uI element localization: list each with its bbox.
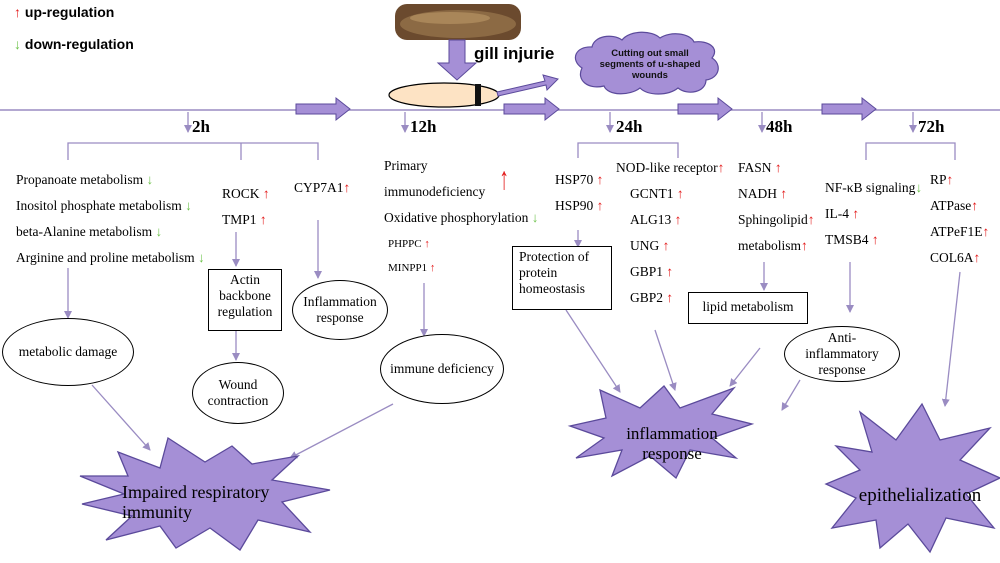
down-arrow-icon: ↓ bbox=[146, 172, 154, 187]
pathway-item: Arginine and proline metabolism ↓ bbox=[16, 250, 205, 265]
legend-down: ↓ down-regulation bbox=[14, 36, 134, 52]
protein-homeostasis-box: Protection of protein homeostasis bbox=[512, 246, 612, 310]
timepoint-24h: 24h bbox=[616, 117, 643, 136]
gene-item: GBP2 ↑ bbox=[630, 290, 674, 305]
gene-item: HSP70 ↑ bbox=[555, 172, 604, 187]
pathway-item: beta-Alanine metabolism ↓ bbox=[16, 224, 163, 239]
immune-deficiency-oval: immune deficiency bbox=[380, 334, 504, 404]
down-arrow-icon: ↓ bbox=[14, 36, 21, 52]
anti-inflammatory-oval: Anti-inflammatory response bbox=[784, 326, 900, 382]
timepoint-48h: 48h bbox=[766, 117, 793, 136]
gene-item: COL6A↑ bbox=[930, 250, 981, 265]
up-arrow-icon: ↑ bbox=[807, 212, 815, 227]
gene-item: RP↑ bbox=[930, 172, 954, 187]
clam-photo bbox=[395, 4, 521, 40]
timepoint-12h: 12h bbox=[410, 117, 437, 136]
up-arrow-icon: ↑ bbox=[973, 250, 981, 265]
up-arrow-icon: ↑ bbox=[717, 160, 725, 175]
timepoint-2h: 2h bbox=[192, 117, 210, 136]
cloud-arrow bbox=[496, 74, 559, 97]
pathway-item: Inositol phosphate metabolism ↓ bbox=[16, 198, 192, 213]
up-arrow-icon: ↑ bbox=[343, 180, 351, 195]
actin-box: Actin backbone regulation bbox=[208, 269, 282, 331]
down-arrow-icon: ↓ bbox=[197, 250, 205, 265]
up-arrow-icon: ↑ bbox=[676, 186, 684, 201]
primary-line1: Primary bbox=[384, 158, 428, 173]
oxphos-item: Oxidative phosphorylation ↓ bbox=[384, 210, 539, 225]
gene-item: ALG13 ↑ bbox=[630, 212, 682, 227]
wound-contraction-oval: Wound contraction bbox=[192, 362, 284, 424]
up-arrow-icon: ↑ bbox=[971, 198, 978, 213]
primary-line2: immunodeficiency bbox=[384, 184, 486, 199]
metabolic-damage-oval: metabolic damage bbox=[2, 318, 134, 386]
injury-label: gill injurie bbox=[474, 44, 555, 63]
epithelialization-label: epithelialization bbox=[858, 485, 982, 506]
injury-down-arrow bbox=[436, 39, 478, 81]
lipid-metabolism-box: lipid metabolism bbox=[688, 292, 808, 324]
gene-item: PHPPC ↑ bbox=[388, 238, 430, 250]
inflammation-response-label: inflammation response bbox=[626, 424, 718, 463]
up-arrow-icon: ↑ bbox=[982, 224, 990, 239]
gene-item: UNG ↑ bbox=[630, 238, 670, 253]
up-arrow-icon: ↑ bbox=[780, 186, 788, 201]
inflammation-oval: Inflammation response bbox=[292, 280, 388, 340]
down-arrow-icon: ↓ bbox=[915, 180, 923, 195]
up-arrow-icon: ↑ bbox=[801, 238, 808, 253]
flow-arrows bbox=[64, 220, 961, 459]
inflammation-starburst bbox=[567, 385, 755, 480]
up-arrow-icon: ↑ bbox=[424, 238, 430, 250]
impaired-immunity-label: Impaired respiratory immunity bbox=[122, 482, 270, 522]
up-arrow-icon: ↑ bbox=[596, 198, 604, 213]
up-arrow-icon: ↑ bbox=[429, 262, 436, 274]
gene-item: HSP90 ↑ bbox=[555, 198, 604, 213]
timeline-arrows bbox=[295, 96, 877, 122]
down-arrow-icon: ↓ bbox=[531, 210, 539, 225]
gene-item: ATPeF1E↑ bbox=[930, 224, 990, 239]
up-arrow-icon: ↑ bbox=[262, 186, 270, 201]
legend-up: ↑ up-regulation bbox=[14, 4, 114, 20]
timepoint-72h: 72h bbox=[918, 117, 945, 136]
up-arrow-icon: ↑ bbox=[666, 264, 674, 279]
gene-item: Sphingolipid↑ bbox=[738, 212, 815, 227]
gene-item: CYP7A1↑ bbox=[294, 180, 351, 195]
gene-item: TMSB4 ↑ bbox=[825, 232, 879, 247]
gene-item: ATPase↑ bbox=[930, 198, 978, 213]
gene-item: GCNT1 ↑ bbox=[630, 186, 684, 201]
up-arrow-icon: ↑ bbox=[662, 238, 670, 253]
gene-item: ROCK ↑ bbox=[222, 186, 270, 201]
gene-item: metabolism↑ bbox=[738, 238, 808, 253]
up-arrow-icon: ↑ bbox=[946, 172, 954, 187]
cloud-label: Cutting out small segments of u-shaped w… bbox=[599, 48, 701, 81]
pathway-item: Propanoate metabolism ↓ bbox=[16, 172, 154, 187]
legend-up-label: up-regulation bbox=[24, 4, 115, 20]
gene-item: GBP1 ↑ bbox=[630, 264, 674, 279]
up-arrow-icon: ↑ bbox=[14, 4, 21, 20]
up-arrow-icon: ↑ bbox=[666, 290, 674, 305]
gene-item: NADH ↑ bbox=[738, 186, 788, 201]
gene-item: FASN ↑ bbox=[738, 160, 782, 175]
down-arrow-icon: ↓ bbox=[185, 198, 192, 213]
up-arrow-icon: ↑ bbox=[774, 160, 782, 175]
down-arrow-icon: ↓ bbox=[155, 224, 163, 239]
specimen-oval bbox=[388, 82, 500, 108]
up-arrow-icon: ↑ bbox=[596, 172, 604, 187]
up-arrow-icon: ↑ bbox=[499, 160, 509, 196]
up-arrow-icon: ↑ bbox=[871, 232, 879, 247]
timepoint-ticks bbox=[184, 112, 917, 133]
legend-down-label: down-regulation bbox=[24, 36, 134, 52]
gene-item: TMP1 ↑ bbox=[222, 212, 267, 227]
impaired-starburst bbox=[79, 436, 331, 551]
gene-item: IL-4 ↑ bbox=[825, 206, 860, 221]
up-arrow-icon: ↑ bbox=[259, 212, 267, 227]
gene-item: NF-κB signaling↓ bbox=[825, 180, 923, 195]
up-arrow-icon: ↑ bbox=[674, 212, 682, 227]
cloud-shape bbox=[574, 31, 719, 95]
epithelialization-starburst bbox=[824, 402, 1000, 554]
gene-item: MINPP1 ↑ bbox=[388, 262, 436, 274]
branch-lines bbox=[67, 142, 956, 160]
gene-item: NOD-like receptor↑ bbox=[616, 160, 725, 175]
up-arrow-icon: ↑ bbox=[852, 206, 860, 221]
